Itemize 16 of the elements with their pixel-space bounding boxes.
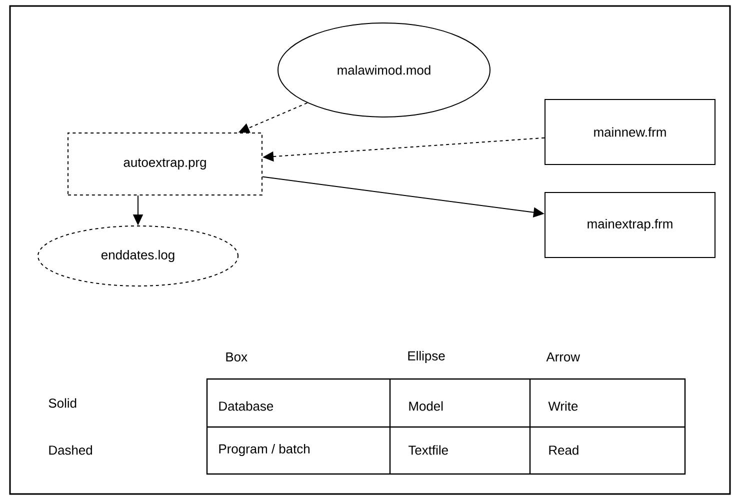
ellipse-node: enddates.log [38, 225, 238, 286]
process-box: autoextrap.prg [68, 132, 262, 196]
table-cell: Program / batch [219, 444, 310, 456]
column-header: Arrow [546, 352, 580, 362]
row-header: Dashed [49, 445, 92, 455]
table-cell: Read [549, 445, 578, 455]
process-box: mainnew.frm [544, 98, 716, 165]
table-cell: Textfile [408, 445, 448, 455]
table-cell: Write [548, 401, 578, 411]
table-cell: Model [409, 401, 443, 411]
process-box: mainextrap.frm [544, 192, 716, 258]
table-cell: Database [219, 401, 274, 411]
ellipse-node: malawimod.mod [278, 22, 490, 118]
column-header: Ellipse [408, 350, 445, 364]
column-header: Box [226, 352, 248, 362]
row-header: Solid [48, 398, 76, 408]
